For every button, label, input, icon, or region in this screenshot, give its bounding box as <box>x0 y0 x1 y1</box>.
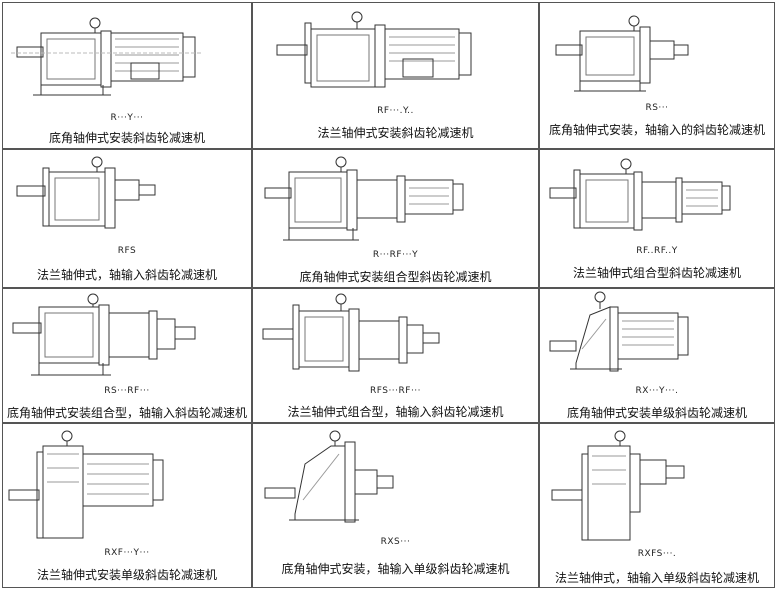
model-description: 底角轴伸式安装斜齿轮减速机 <box>48 131 205 145</box>
catalog-cell-r-y: R···Y··· 底角轴伸式安装斜齿轮减速机 <box>2 2 252 149</box>
catalog-cell-rfs: RFS 法兰轴伸式，轴输入斜齿轮减速机 <box>2 149 252 288</box>
catalog-cell-r-rf-y: R···RF···Y 底角轴伸式安装组合型斜齿轮减速机 <box>252 149 539 288</box>
catalog-cell-rf-rf-y: RF..RF..Y 法兰轴伸式组合型斜齿轮减速机 <box>539 149 775 288</box>
catalog-cell-rs: RS··· 底角轴伸式安装，轴输入的斜齿轮减速机 <box>539 2 775 149</box>
model-code: RS··· <box>645 103 669 113</box>
model-description: 底角轴伸式安装组合型，轴输入斜齿轮减速机 <box>6 406 247 420</box>
model-description: 法兰轴伸式，轴输入斜齿轮减速机 <box>36 268 217 282</box>
model-code: R···Y··· <box>110 113 144 123</box>
model-description: 法兰轴伸式安装单级斜齿轮减速机 <box>36 568 217 582</box>
model-code: RF..RF..Y <box>636 246 678 256</box>
combined-gearbox-flange-mounted-drawing <box>549 158 731 231</box>
model-code: RXF···Y··· <box>104 548 150 558</box>
catalog-cell-rf-y: RF···.Y.. 法兰轴伸式安装斜齿轮减速机 <box>252 2 539 149</box>
model-description: 法兰轴伸式安装斜齿轮减速机 <box>317 126 474 140</box>
single-stage-gearbox-flange-shaft-input-drawing <box>551 430 685 541</box>
model-description: 底角轴伸式安装单级斜齿轮减速机 <box>566 406 747 420</box>
model-description: 底角轴伸式安装，轴输入的斜齿轮减速机 <box>548 123 765 137</box>
model-code: RS···RF··· <box>104 386 150 396</box>
combined-gearbox-flange-shaft-input-drawing <box>262 293 440 372</box>
model-description: 法兰轴伸式，轴输入单级斜齿轮减速机 <box>554 571 759 585</box>
combined-gearbox-foot-mounted-drawing <box>264 156 464 241</box>
gearbox-foot-mounted-shaft-input-drawing <box>555 15 689 92</box>
catalog-cell-rfs-rf: RFS···RF··· 法兰轴伸式组合型，轴输入斜齿轮减速机 <box>252 288 539 423</box>
model-code: RXS··· <box>380 537 411 547</box>
catalog-cell-rs-rf: RS···RF··· 底角轴伸式安装组合型，轴输入斜齿轮减速机 <box>2 288 252 423</box>
model-code: R···RF···Y <box>372 250 419 260</box>
model-description: 法兰轴伸式组合型斜齿轮减速机 <box>572 266 741 280</box>
single-stage-gearbox-foot-shaft-input-drawing <box>264 430 394 523</box>
gearbox-foot-mounted-motor-drawing <box>11 17 203 96</box>
model-code: RX···Y···. <box>635 386 679 396</box>
model-description: 法兰轴伸式组合型，轴输入斜齿轮减速机 <box>287 405 504 419</box>
single-stage-gearbox-foot-motor-drawing <box>549 291 689 372</box>
catalog-cell-rxs: RXS··· 底角轴伸式安装，轴输入单级斜齿轮减速机 <box>252 423 539 588</box>
model-code: RFS <box>117 246 137 256</box>
model-code: RXFS···. <box>637 549 677 559</box>
gearbox-flange-mounted-shaft-input-drawing <box>16 156 156 229</box>
model-code: RFS···RF··· <box>369 386 422 396</box>
model-code: RF···.Y.. <box>377 106 414 116</box>
catalog-cell-rx-y: RX···Y···. 底角轴伸式安装单级斜齿轮减速机 <box>539 288 775 423</box>
model-description: 底角轴伸式安装，轴输入单级斜齿轮减速机 <box>281 562 510 576</box>
catalog-cell-rxfs: RXFS···. 法兰轴伸式，轴输入单级斜齿轮减速机 <box>539 423 775 588</box>
model-description: 底角轴伸式安装组合型斜齿轮减速机 <box>299 270 492 284</box>
gearbox-flange-mounted-motor-drawing <box>276 11 472 88</box>
single-stage-gearbox-flange-motor-drawing <box>8 430 164 539</box>
catalog-cell-rxf-y: RXF···Y··· 法兰轴伸式安装单级斜齿轮减速机 <box>2 423 252 588</box>
combined-gearbox-foot-shaft-input-drawing <box>12 293 196 376</box>
